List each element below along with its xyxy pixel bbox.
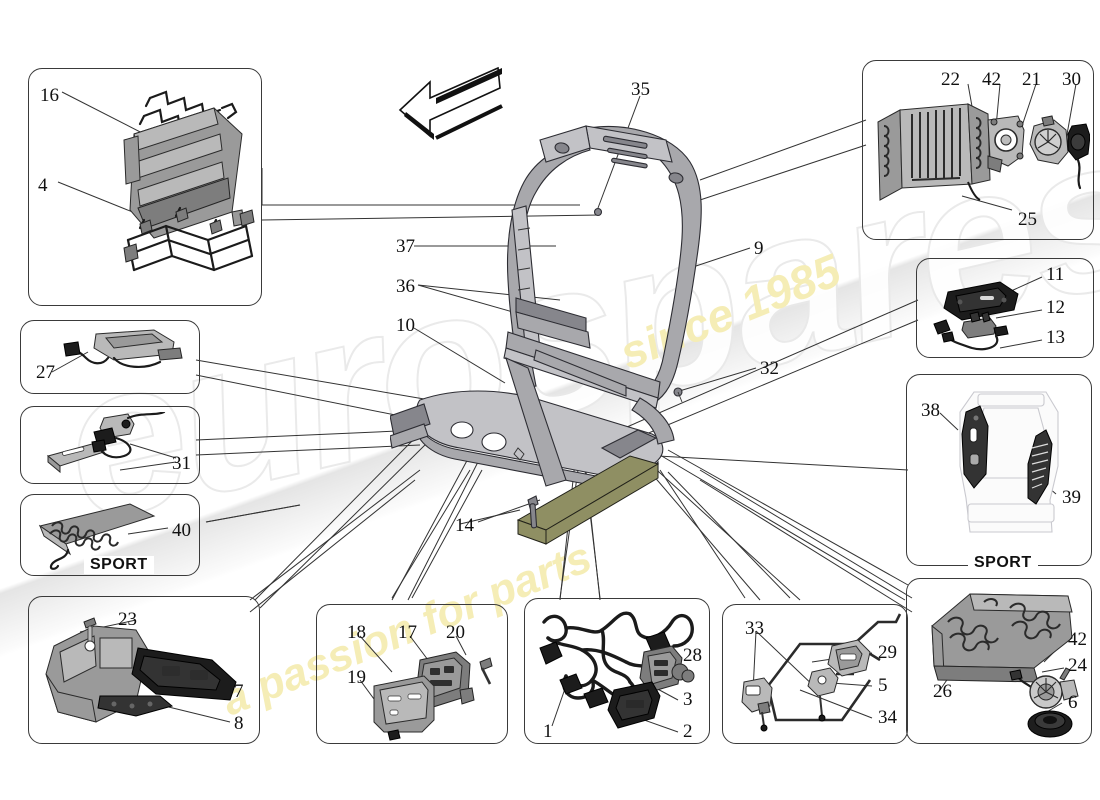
callout-6: 6 bbox=[1068, 692, 1078, 713]
box-handle[interactable] bbox=[916, 258, 1094, 358]
callout-34: 34 bbox=[878, 707, 897, 728]
callout-36: 36 bbox=[396, 276, 415, 297]
box-bolster-sport-label: SPORT bbox=[968, 554, 1038, 572]
callout-9: 9 bbox=[754, 238, 764, 259]
callout-22: 22 bbox=[941, 69, 960, 90]
callout-12: 12 bbox=[1046, 297, 1065, 318]
callout-35: 35 bbox=[631, 79, 650, 100]
callout-8: 8 bbox=[234, 713, 244, 734]
box-sensor-31[interactable] bbox=[20, 406, 200, 484]
box-harness-1[interactable] bbox=[524, 598, 710, 744]
callout-17: 17 bbox=[398, 622, 417, 643]
box-rods-33[interactable] bbox=[722, 604, 908, 744]
callout-2: 2 bbox=[683, 721, 693, 742]
box-cable-27[interactable] bbox=[20, 320, 200, 394]
seat-frame-assembly bbox=[390, 125, 702, 545]
callout-42-bottom: 42 bbox=[1068, 629, 1087, 650]
callout-26: 26 bbox=[933, 681, 952, 702]
callout-38: 38 bbox=[921, 400, 940, 421]
box-heater-motor[interactable] bbox=[862, 60, 1094, 240]
callout-30: 30 bbox=[1062, 69, 1081, 90]
box-trim-23[interactable] bbox=[28, 596, 260, 744]
box-pad-40-label: SPORT bbox=[84, 556, 154, 574]
callout-7: 7 bbox=[234, 681, 244, 702]
callout-4: 4 bbox=[38, 175, 48, 196]
box-rear-seat[interactable] bbox=[28, 68, 262, 306]
callout-11: 11 bbox=[1046, 264, 1065, 285]
callout-40: 40 bbox=[172, 520, 191, 541]
callout-39: 39 bbox=[1062, 487, 1081, 508]
callout-42-top: 42 bbox=[982, 69, 1001, 90]
callout-1: 1 bbox=[543, 721, 553, 742]
box-bracket-17[interactable] bbox=[316, 604, 508, 744]
callout-19: 19 bbox=[347, 667, 366, 688]
callout-5: 5 bbox=[878, 675, 888, 696]
callout-32: 32 bbox=[760, 358, 779, 379]
box-pad-40[interactable] bbox=[20, 494, 200, 576]
direction-arrow bbox=[398, 66, 503, 140]
callout-37: 37 bbox=[396, 236, 415, 257]
callout-20: 20 bbox=[446, 622, 465, 643]
callout-13: 13 bbox=[1046, 327, 1065, 348]
watermark-since: since 1985 bbox=[612, 243, 848, 380]
callout-21: 21 bbox=[1022, 69, 1041, 90]
callout-14: 14 bbox=[455, 515, 474, 536]
box-cushion-26[interactable] bbox=[906, 578, 1092, 744]
callout-24: 24 bbox=[1068, 655, 1087, 676]
callout-23: 23 bbox=[118, 609, 137, 630]
callout-16: 16 bbox=[40, 85, 59, 106]
callout-18: 18 bbox=[347, 622, 366, 643]
callout-31: 31 bbox=[172, 453, 191, 474]
callout-3: 3 bbox=[683, 689, 693, 710]
callout-10: 10 bbox=[396, 315, 415, 336]
callout-27: 27 bbox=[36, 362, 55, 383]
callout-29: 29 bbox=[878, 642, 897, 663]
callout-33: 33 bbox=[745, 618, 764, 639]
callout-25: 25 bbox=[1018, 209, 1037, 230]
callout-28: 28 bbox=[683, 645, 702, 666]
